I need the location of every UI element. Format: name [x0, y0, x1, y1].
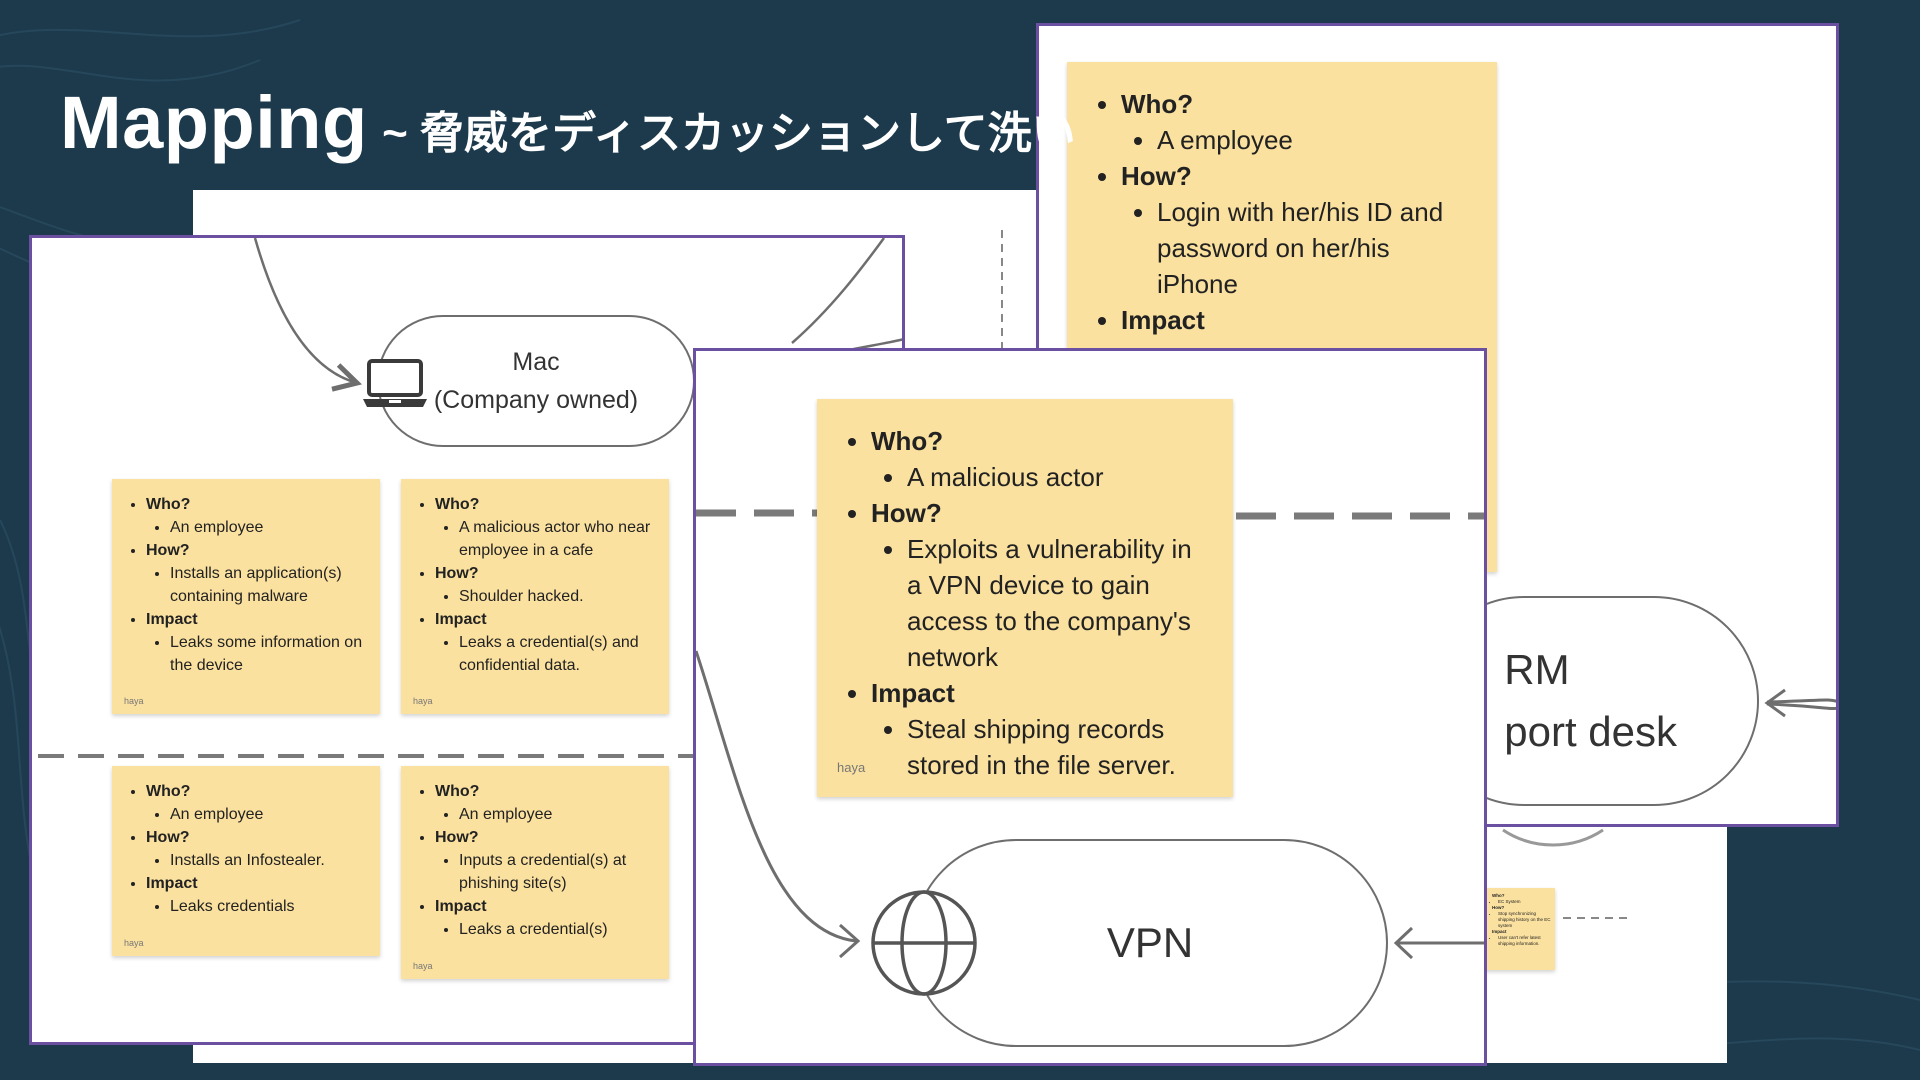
note-how-value: Login with her/his ID and password on he…: [1157, 194, 1477, 302]
laptop-icon: [363, 359, 427, 407]
node-mac-label-1: Mac: [512, 348, 560, 376]
note-how-label: How?: [146, 829, 190, 846]
note-who-value: An employee: [170, 803, 370, 826]
node-crm-label-2: port desk: [1504, 708, 1677, 755]
note-author: haya: [124, 696, 144, 706]
note-impact-value: Steal shipping records stored in the fil…: [907, 711, 1213, 783]
note-how-label: How?: [871, 498, 942, 528]
note-impact-value: Leaks a credential(s): [459, 918, 659, 941]
note-author: haya: [837, 760, 866, 775]
sticky-note-infostealer: Who? An employee How? Installs an Infost…: [112, 766, 380, 956]
note-impact-label: Impact: [1492, 929, 1507, 934]
node-mac-label-2: (Company owned): [433, 386, 639, 414]
note-how-value: Installs an Infostealer.: [170, 849, 370, 872]
note-who-value: An employee: [459, 803, 659, 826]
note-how-value: Stop synchronizing shipping history on t…: [1498, 911, 1552, 929]
note-who-label: Who?: [435, 496, 480, 513]
note-who-value: A malicious actor: [907, 459, 1213, 495]
note-impact-label: Impact: [146, 875, 198, 892]
note-who-value: An employee: [170, 516, 370, 539]
note-author: haya: [413, 696, 433, 706]
note-impact-value: User can't refer latest shipping informa…: [1498, 935, 1552, 947]
note-who-label: Who?: [871, 426, 944, 456]
note-impact-label: Impact: [1121, 305, 1205, 335]
note-impact-value: Leaks some information on the device: [170, 631, 370, 677]
globe-icon: [871, 890, 977, 996]
note-who-value: A malicious actor who near employee in a…: [459, 516, 659, 562]
sticky-note-cafe-actor: Who? A malicious actor who near employee…: [401, 479, 669, 714]
note-how-label: How?: [1492, 905, 1505, 910]
note-who-value: EC System: [1498, 899, 1552, 905]
title-main: Mapping: [60, 81, 368, 164]
sticky-note-vpn-exploit: Who? A malicious actor How? Exploits a v…: [817, 399, 1233, 797]
sticky-note-phishing: Who? An employee How? Inputs a credentia…: [401, 766, 669, 979]
note-author: haya: [124, 938, 144, 948]
note-who-label: Who?: [146, 783, 191, 800]
panel-vpn-threats: Who? A malicious actor How? Exploits a v…: [693, 348, 1487, 1066]
note-impact-label: Impact: [435, 898, 487, 915]
note-how-label: How?: [146, 542, 190, 559]
note-how-label: How?: [435, 565, 479, 582]
node-mac[interactable]: Mac (Company owned): [377, 315, 695, 447]
node-vpn[interactable]: VPN: [912, 839, 1388, 1047]
note-impact-label: Impact: [871, 678, 955, 708]
node-vpn-label: VPN: [1106, 919, 1194, 966]
node-crm-label-1: RM: [1504, 646, 1570, 693]
note-how-value: Exploits a vulnerability in a VPN device…: [907, 531, 1213, 675]
note-who-label: Who?: [146, 496, 191, 513]
note-how-label: How?: [1121, 161, 1192, 191]
note-impact-label: Impact: [435, 611, 487, 628]
sticky-note-employee-malware: Who? An employee How? Installs an applic…: [112, 479, 380, 714]
note-how-label: How?: [435, 829, 479, 846]
title-subtitle: ~ 脅威をディスカッションして洗い: [382, 109, 1076, 158]
sticky-note-ec-system: Who? EC System How? Stop synchronizing s…: [1483, 888, 1555, 970]
note-impact-label: Impact: [146, 611, 198, 628]
note-who-value: A employee: [1157, 122, 1477, 158]
slide-title: Mapping ~ 脅威をディスカッションして洗い: [60, 80, 1076, 165]
note-who-label: Who?: [435, 783, 480, 800]
note-impact-value: Leaks credentials: [170, 895, 370, 918]
note-how-value: Shoulder hacked.: [459, 585, 659, 608]
note-how-value: Installs an application(s) containing ma…: [170, 562, 370, 608]
note-how-value: Inputs a credential(s) at phishing site(…: [459, 849, 659, 895]
note-who-label: Who?: [1492, 893, 1505, 898]
vpn-panel-lines: [696, 509, 1484, 960]
note-who-label: Who?: [1121, 89, 1194, 119]
note-impact-value: Leaks a credential(s) and confidential d…: [459, 631, 659, 677]
node-crm-support-desk[interactable]: RM port desk: [1419, 596, 1759, 806]
note-author: haya: [413, 961, 433, 971]
